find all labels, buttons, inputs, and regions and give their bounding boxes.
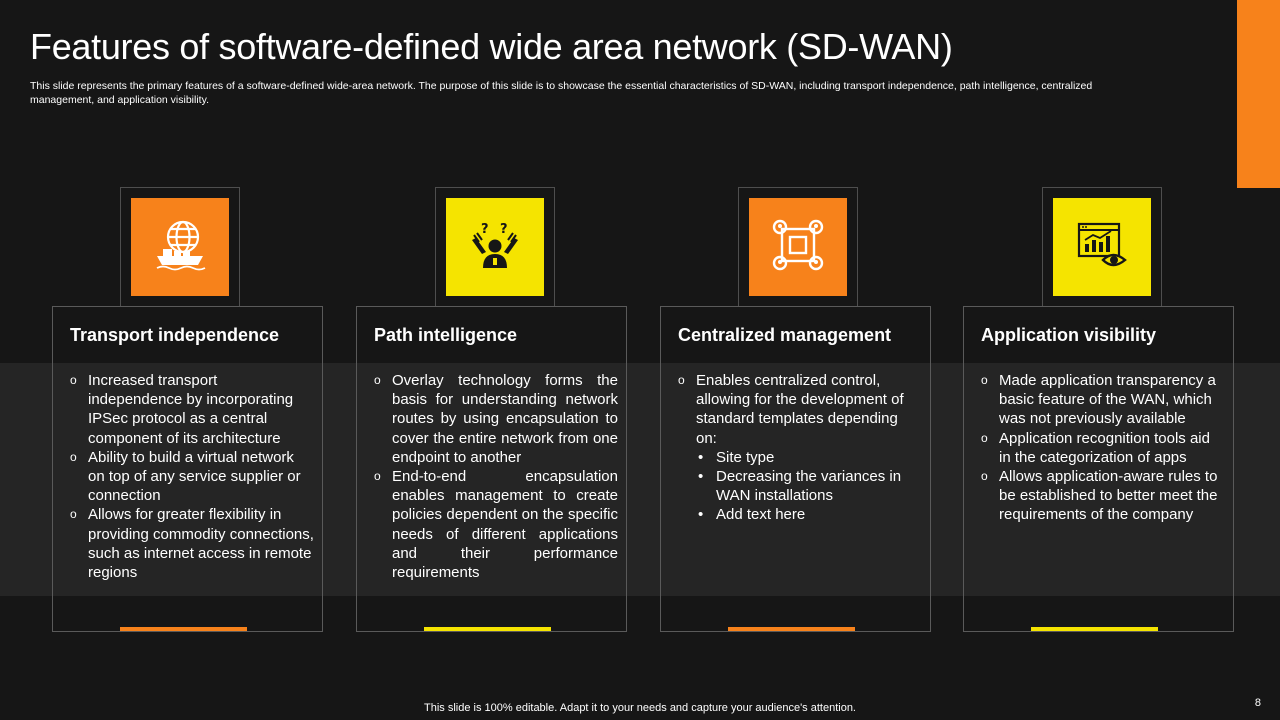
card-accent-line bbox=[728, 627, 855, 631]
icon-frame-transport bbox=[120, 187, 240, 307]
icon-frame-path: ? ? bbox=[435, 187, 555, 307]
page-subtitle: This slide represents the primary featur… bbox=[30, 80, 1093, 106]
icon-frame-centralized bbox=[738, 187, 858, 307]
dashboard-eye-icon bbox=[1075, 218, 1129, 277]
card-title: Path intelligence bbox=[374, 325, 518, 345]
icon-tile-centralized bbox=[749, 198, 847, 296]
svg-text:?: ? bbox=[500, 222, 508, 237]
sub-list-item: •Add text here bbox=[698, 506, 806, 524]
person-question-icon: ? ? bbox=[468, 218, 522, 277]
content-band bbox=[0, 363, 1280, 596]
network-nodes-icon bbox=[771, 218, 825, 277]
sub-list-item: •Decreasing the variances in WAN install… bbox=[698, 468, 902, 505]
svg-text:?: ? bbox=[481, 222, 489, 237]
icon-tile-transport bbox=[131, 198, 229, 296]
icon-tile-application bbox=[1053, 198, 1151, 296]
page-number: 8 bbox=[1254, 697, 1261, 709]
page-title: Features of software-defined wide area n… bbox=[30, 26, 953, 67]
sub-list-item: •Site type bbox=[698, 448, 775, 466]
orange-accent-bar bbox=[1237, 0, 1280, 188]
card-accent-line bbox=[120, 627, 247, 631]
card-title: Application visibility bbox=[981, 325, 1157, 345]
card-title: Centralized management bbox=[678, 325, 892, 345]
icon-tile-path: ? ? bbox=[446, 198, 544, 296]
globe-ship-icon bbox=[153, 218, 207, 277]
card-title: Transport independence bbox=[70, 325, 280, 345]
footer-note: This slide is 100% editable. Adapt it to… bbox=[424, 702, 856, 714]
card-accent-line bbox=[424, 627, 551, 631]
card-accent-line bbox=[1031, 627, 1158, 631]
icon-frame-application bbox=[1042, 187, 1162, 307]
